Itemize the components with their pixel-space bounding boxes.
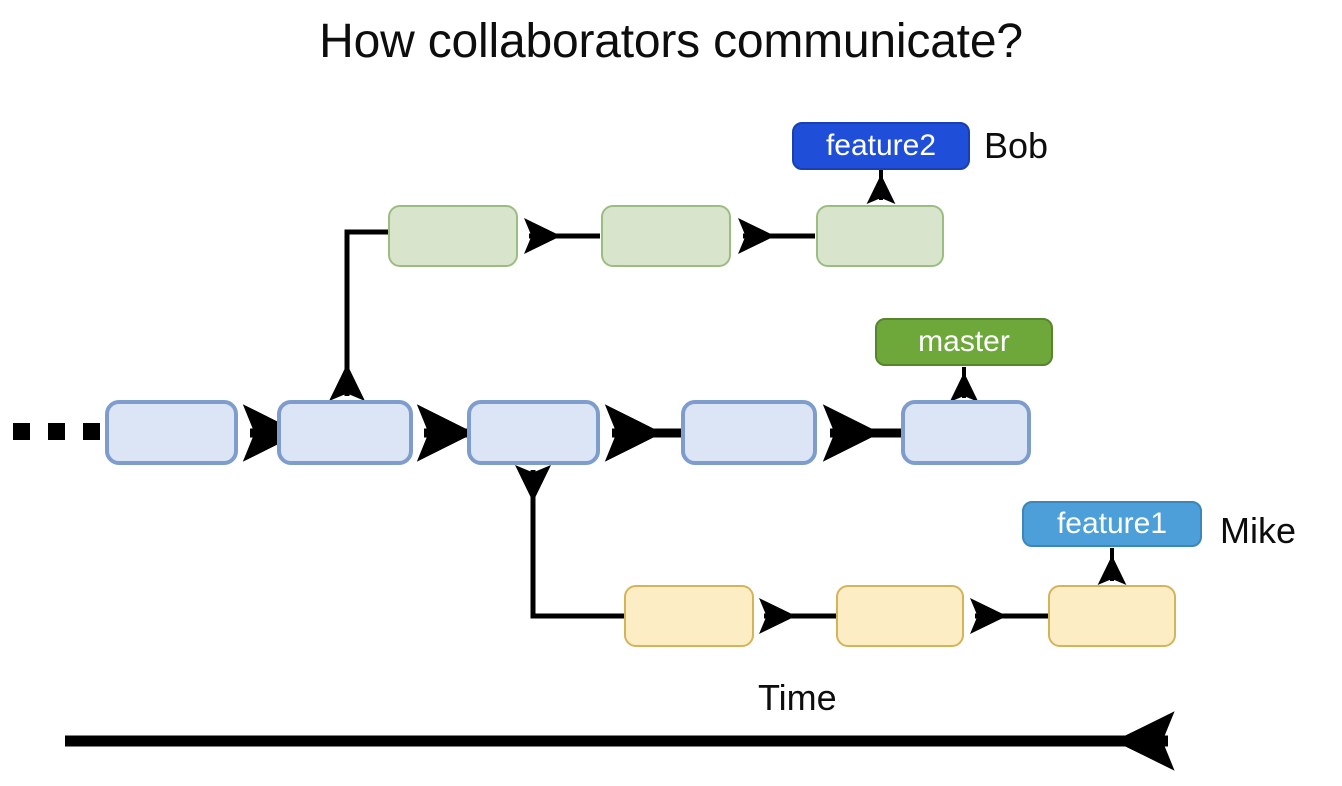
feature1-merge-connector: [515, 465, 624, 619]
ellipsis-dot: [13, 423, 30, 440]
ellipsis-dot: [48, 423, 65, 440]
page-title: How collaborators communicate?: [319, 15, 1023, 68]
commit-node-master[interactable]: [467, 400, 600, 465]
feature2-merge-connector: [329, 229, 388, 401]
commit-node-master[interactable]: [901, 400, 1031, 465]
commit-node-feature2[interactable]: [601, 205, 731, 267]
commit-node-feature1[interactable]: [836, 585, 964, 647]
commit-node-master[interactable]: [277, 400, 413, 465]
ellipsis-dot: [83, 423, 100, 440]
branch-badge-feature2-label: feature2: [825, 129, 937, 162]
branch-badge-master-label: master: [918, 325, 1010, 358]
commit-node-feature1[interactable]: [1048, 585, 1176, 647]
branch-badge-master[interactable]: master: [875, 318, 1053, 366]
branch-badge-feature1-label: feature1: [1056, 507, 1168, 540]
commit-node-feature2[interactable]: [388, 205, 518, 267]
branch-badge-feature2[interactable]: feature2: [792, 122, 970, 170]
branch-badge-feature1[interactable]: feature1: [1022, 501, 1202, 547]
time-axis-label: Time: [758, 677, 837, 718]
commit-node-feature1[interactable]: [624, 585, 754, 647]
commit-node-feature2[interactable]: [816, 205, 944, 267]
commit-node-master[interactable]: [105, 400, 238, 465]
person-label-bob: Bob: [984, 125, 1049, 166]
commit-node-master[interactable]: [681, 400, 817, 465]
person-label-mike: Mike: [1220, 510, 1297, 551]
